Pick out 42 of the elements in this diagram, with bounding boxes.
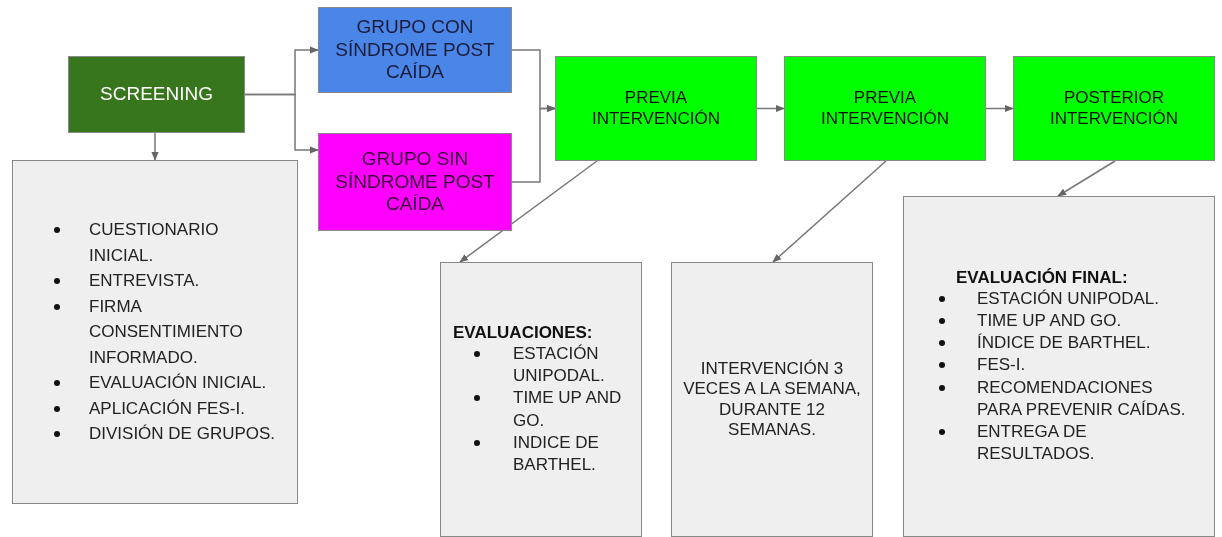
- box-label: GRUPO SIN SÍNDROME POST CAÍDA: [334, 147, 496, 217]
- arrow: [511, 104, 556, 183]
- list-item: INDICE DE BARTHEL.: [513, 432, 599, 474]
- box-label: POSTERIOR INTERVENCIÓN: [1048, 88, 1180, 129]
- arrow: [1057, 160, 1116, 197]
- list-item: ESTACIÓN UNIPODAL.: [977, 289, 1159, 309]
- arrow: [756, 104, 785, 113]
- group-box: [318, 133, 512, 231]
- list-heading: EVALUACIONES:: [452, 323, 594, 344]
- box-label: INTERVENCIÓN 3 VECES A LA SEMANA, DURANTE 12 SEMANAS.: [682, 358, 862, 441]
- stage-box: [784, 56, 986, 161]
- arrow: [985, 104, 1014, 113]
- arrow: [459, 160, 598, 263]
- list-item: EVALUACIÓN INICIAL.: [89, 373, 267, 393]
- box-label: PREVIA INTERVENCIÓN: [819, 88, 951, 129]
- list-item: DIVISIÓN DE GRUPOS.: [89, 424, 276, 444]
- list-item: ESTACIÓN UNIPODAL.: [513, 344, 605, 386]
- list-heading: EVALUACIÓN FINAL:: [955, 268, 1129, 289]
- list-item: TIME UP AND GO.: [513, 388, 622, 430]
- list-item: CUESTIONARIO INICIAL.: [89, 220, 219, 265]
- list-item: ÍNDICE DE BARTHEL.: [977, 333, 1151, 353]
- list-item: FIRMA CONSENTIMIENTO INFORMADO.: [89, 296, 243, 367]
- list-item: ENTREGA DE RESULTADOS.: [977, 421, 1095, 463]
- intervention-box: [671, 262, 873, 537]
- arrow: [772, 160, 887, 263]
- list-item: APLICACIÓN FES-I.: [89, 398, 245, 418]
- list-item: TIME UP AND GO.: [977, 311, 1122, 331]
- final-evaluation-box: [903, 196, 1215, 537]
- list-item: ENTREVISTA.: [89, 271, 200, 291]
- group-box: [318, 7, 512, 93]
- box-label: SCREENING: [99, 83, 214, 106]
- box-label: PREVIA INTERVENCIÓN: [590, 88, 722, 129]
- task-list-box: [12, 160, 298, 504]
- list-item: RECOMENDACIONES PARA PREVENIR CAÍDAS.: [977, 377, 1186, 419]
- stage-box: [555, 56, 757, 161]
- box-label: GRUPO CON SÍNDROME POST CAÍDA: [334, 15, 496, 85]
- arrow: [244, 93, 319, 154]
- evaluation-box: [440, 262, 642, 537]
- list-item: FES-I.: [977, 355, 1026, 375]
- process-box: [68, 56, 245, 133]
- arrow: [151, 132, 159, 161]
- stage-box: [1013, 56, 1215, 161]
